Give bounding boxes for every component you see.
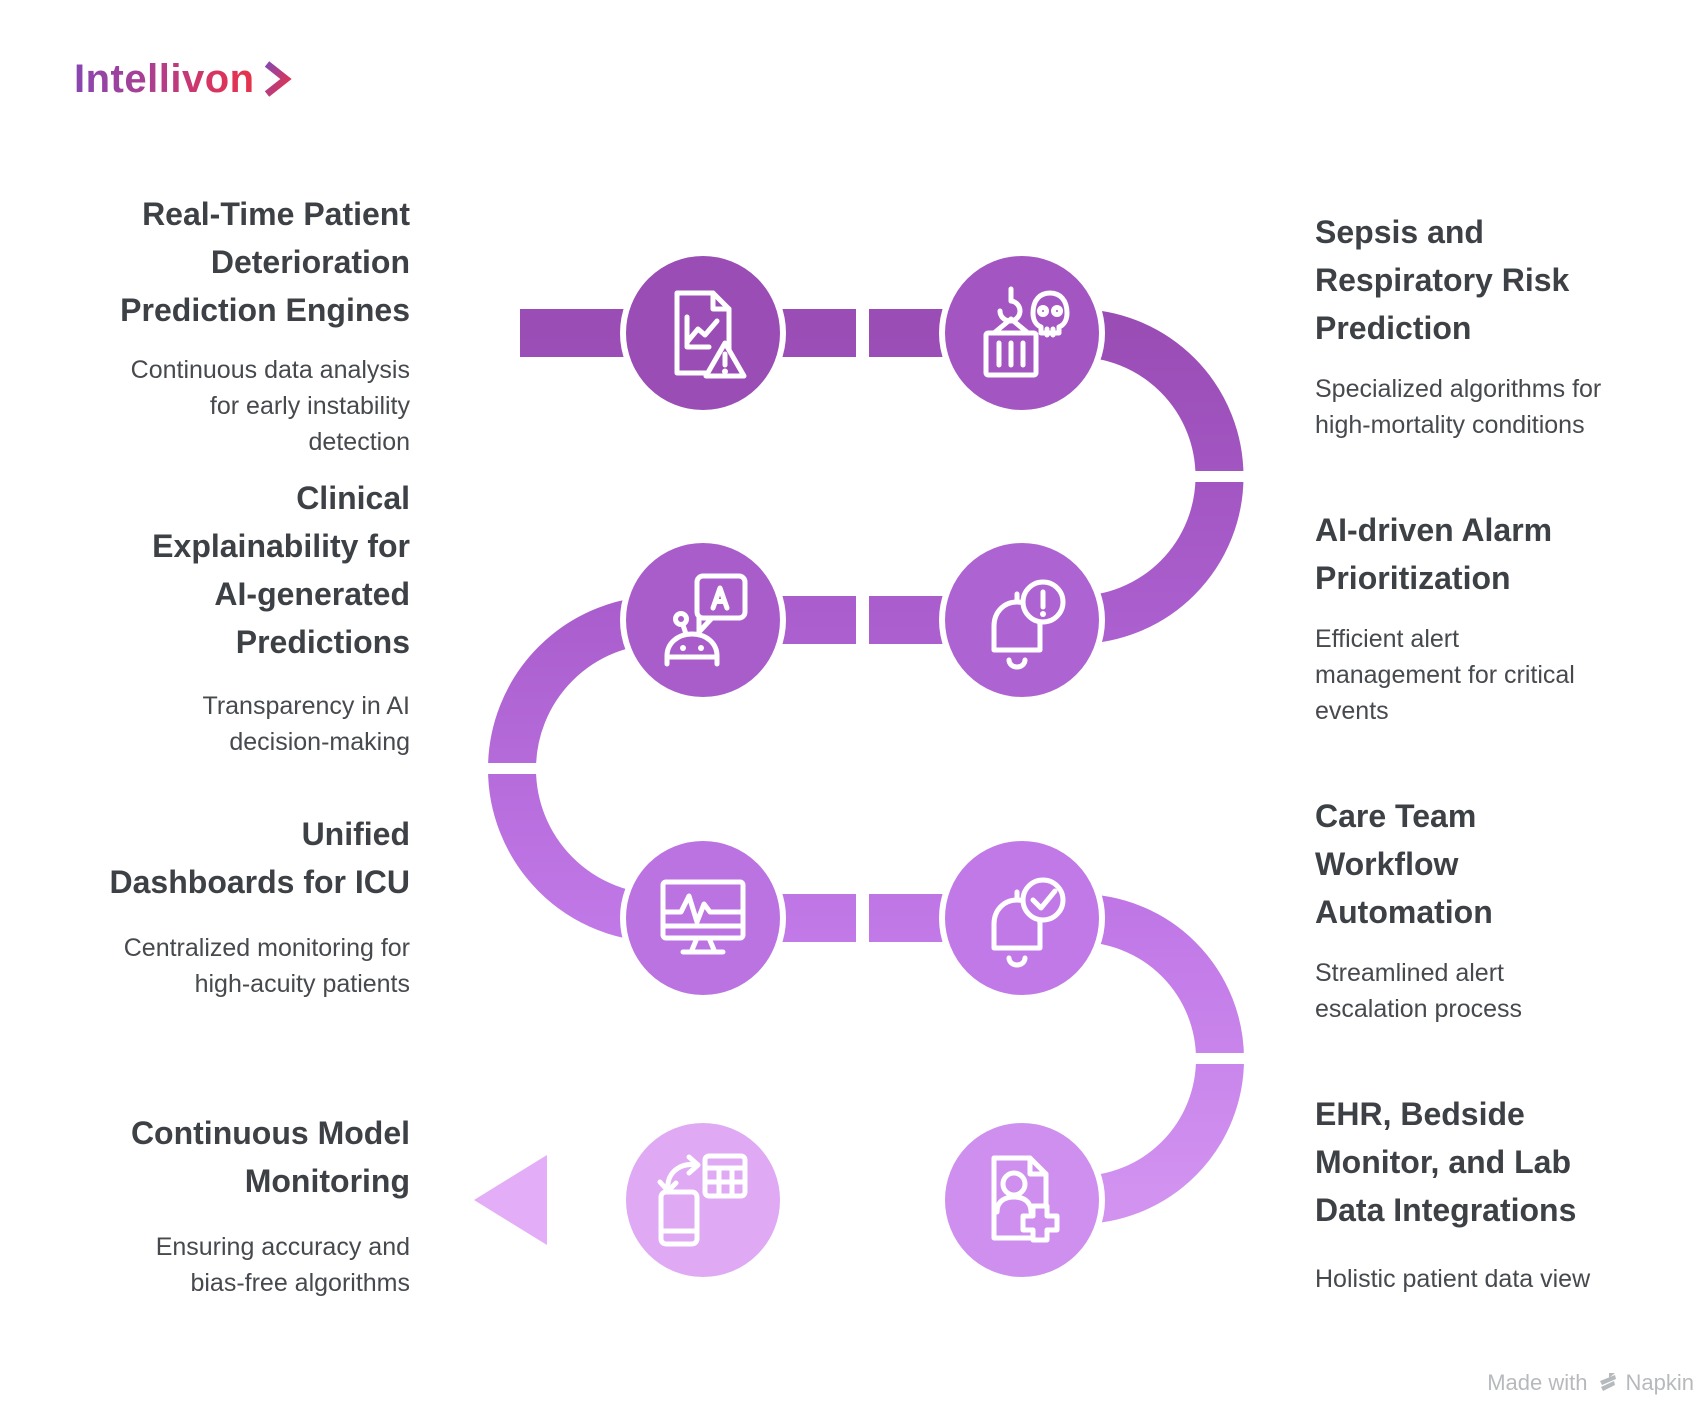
step-circle-4	[939, 537, 1105, 703]
feature-desc-right-2: Efficient alert management for critical …	[1315, 621, 1685, 729]
feature-title: Care Team Workflow Automation	[1315, 798, 1493, 930]
flow-end-arrowhead	[474, 1155, 547, 1245]
logo-wordmark: Intellivon	[74, 56, 255, 101]
feature-title: AI-driven Alarm Prioritization	[1315, 512, 1553, 596]
feature-block-left-1: Real-Time Patient Deterioration Predicti…	[50, 190, 410, 334]
napkin-brand-label: Napkin	[1625, 1370, 1694, 1395]
made-with-label: Made with	[1487, 1370, 1588, 1395]
feature-block-left-2: Clinical Explainability for AI-generated…	[50, 474, 410, 666]
ribbon-path	[488, 309, 1244, 1224]
ribbon-gap	[1191, 1053, 1249, 1064]
ribbon-gap	[856, 1173, 869, 1227]
workflow-check-bell-icon	[991, 877, 1066, 968]
feature-desc-right-4: Holistic patient data view	[1315, 1261, 1685, 1297]
feature-block-left-3: Unified Dashboards for ICU	[50, 810, 410, 906]
patient-record-plus-icon	[991, 1155, 1060, 1243]
feature-desc-left-4: Ensuring accuracy and bias-free algorith…	[50, 1229, 410, 1301]
feature-desc-right-3: Streamlined alert escalation process	[1315, 955, 1685, 1027]
feature-title: Sepsis and Respiratory Risk Prediction	[1315, 214, 1570, 346]
chevron-right-icon	[264, 61, 292, 97]
mortality-risk-crane-icon	[983, 286, 1070, 378]
step-circle-5	[620, 835, 786, 1001]
icu-monitor-ecg-icon	[660, 879, 746, 955]
ai-chat-robot-icon	[664, 573, 748, 667]
feature-block-right-4: EHR, Bedside Monitor, and Lab Data Integ…	[1315, 1090, 1685, 1234]
feature-desc-left-3: Centralized monitoring for high-acuity p…	[50, 930, 410, 1002]
ribbon-gap	[856, 306, 869, 360]
ribbon-gap	[1191, 471, 1249, 482]
feature-block-right-1: Sepsis and Respiratory Risk Prediction	[1315, 208, 1685, 352]
alarm-alert-bell-icon	[991, 579, 1066, 670]
feature-title: Clinical Explainability for AI-generated…	[152, 480, 410, 660]
data-sync-devices-icon	[657, 1153, 748, 1247]
feature-title: Continuous Model Monitoring	[130, 1115, 410, 1199]
feature-desc: Efficient alert management for critical …	[1315, 625, 1575, 725]
step-circles	[620, 250, 1105, 1283]
feature-desc: Specialized algorithms for high-mortalit…	[1315, 375, 1602, 439]
feature-block-right-3: Care Team Workflow Automation	[1315, 792, 1685, 936]
feature-desc-right-1: Specialized algorithms for high-mortalit…	[1315, 371, 1685, 443]
ribbon-gaps	[483, 306, 1249, 1227]
feature-desc: Continuous data analysis for early insta…	[130, 356, 410, 456]
feature-desc: Ensuring accuracy and bias-free algorith…	[155, 1233, 410, 1297]
feature-desc: Centralized monitoring for high-acuity p…	[123, 934, 410, 998]
intellivon-logo: Intellivon	[74, 56, 293, 102]
step-circle-6	[939, 835, 1105, 1001]
feature-block-left-4: Continuous Model Monitoring	[50, 1109, 410, 1205]
feature-desc-left-1: Continuous data analysis for early insta…	[50, 352, 410, 460]
ribbon-gap	[483, 763, 541, 774]
feature-desc-left-2: Transparency in AI decision-making	[50, 688, 410, 760]
ribbon-gap	[856, 593, 869, 647]
chart-alert-document-icon	[674, 290, 747, 379]
feature-desc: Transparency in AI decision-making	[202, 692, 410, 756]
made-with-napkin-link[interactable]: Made with Napkin	[1487, 1370, 1694, 1396]
feature-title: EHR, Bedside Monitor, and Lab Data Integ…	[1315, 1096, 1577, 1228]
feature-title: Unified Dashboards for ICU	[109, 816, 410, 900]
feature-desc: Holistic patient data view	[1315, 1265, 1591, 1293]
ribbon-gap	[856, 891, 869, 945]
feature-desc: Streamlined alert escalation process	[1315, 959, 1523, 1023]
feature-block-right-2: AI-driven Alarm Prioritization	[1315, 506, 1685, 602]
napkin-logo-icon	[1599, 1373, 1616, 1391]
step-circle-7	[620, 1117, 786, 1283]
feature-title: Real-Time Patient Deterioration Predicti…	[120, 196, 410, 328]
